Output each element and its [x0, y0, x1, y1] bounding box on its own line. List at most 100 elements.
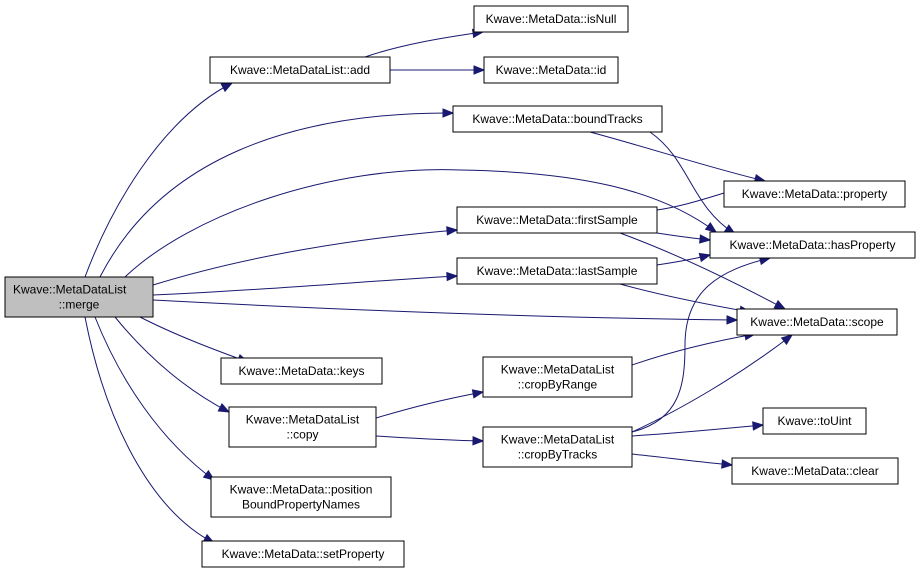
- nodes-layer: Kwave::MetaDataList::mergeKwave::MetaDat…: [4, 5, 916, 568]
- node-box: [456, 257, 658, 285]
- node-box: [220, 357, 383, 385]
- edge-copy-to-cropByTracks: [375, 435, 485, 446]
- arrowhead-icon: [446, 226, 459, 236]
- node-label: ::cropByTracks: [518, 448, 598, 462]
- node-label: Kwave::MetaDataList: [501, 433, 615, 447]
- edge-line: [99, 112, 454, 278]
- node-label: Kwave::MetaDataList: [13, 283, 127, 297]
- edge-boundTracks-to-property: [589, 131, 767, 184]
- arrowhead-icon: [752, 421, 765, 431]
- edge-firstSample-to-scope: [619, 232, 787, 310]
- node-label: Kwave::MetaData::property: [742, 187, 887, 201]
- edge-merge-to-setProperty: [84, 316, 216, 544]
- arrowhead-icon: [780, 334, 794, 346]
- edge-line: [94, 316, 215, 481]
- node-merge: Kwave::MetaDataList::merge: [4, 276, 154, 318]
- node-label: ::cropByRange: [518, 378, 598, 392]
- edge-merge-to-scope: [152, 299, 739, 325]
- edge-line: [152, 275, 458, 296]
- node-box: [762, 407, 867, 435]
- node-cropByTracks[interactable]: Kwave::MetaDataList::cropByTracks: [482, 426, 633, 468]
- node-setProperty[interactable]: Kwave::MetaData::setProperty: [201, 540, 405, 568]
- node-add[interactable]: Kwave::MetaDataList::add: [209, 56, 391, 84]
- node-label: Kwave::MetaDataList::add: [230, 63, 370, 77]
- arrowhead-icon: [726, 315, 739, 325]
- node-label: Kwave::MetaData::scope: [750, 315, 884, 329]
- node-label: Kwave::MetaData::clear: [751, 464, 878, 478]
- edge-line: [631, 333, 756, 366]
- node-label: Kwave::MetaData::hasProperty: [729, 238, 895, 252]
- edge-line: [375, 435, 484, 442]
- arrowhead-icon: [471, 389, 485, 399]
- edge-line: [114, 316, 230, 413]
- node-label: Kwave::MetaData::isNull: [486, 12, 617, 26]
- node-label: Kwave::MetaDataList: [246, 413, 360, 427]
- arrowhead-icon: [698, 252, 712, 263]
- node-box: [736, 308, 898, 336]
- node-label: Kwave::MetaData::position: [230, 483, 373, 497]
- node-label: Kwave::MetaData::keys: [238, 364, 364, 378]
- edge-merge-to-firstSample: [152, 226, 459, 286]
- edge-line: [631, 453, 733, 466]
- node-hasProperty[interactable]: Kwave::MetaData::hasProperty: [709, 231, 916, 259]
- edge-line: [649, 131, 736, 235]
- edge-line: [152, 229, 458, 286]
- node-toUint[interactable]: Kwave::toUint: [762, 407, 867, 435]
- node-label: Kwave::MetaDataList: [501, 363, 615, 377]
- node-keys[interactable]: Kwave::MetaData::keys: [220, 357, 383, 385]
- edge-merge-to-hasProperty: [124, 169, 718, 278]
- node-box: [723, 180, 906, 208]
- node-box: [483, 56, 619, 84]
- edge-add-to-idf: [390, 65, 486, 75]
- node-box: [228, 406, 377, 448]
- node-label: Kwave::MetaData::lastSample: [477, 264, 638, 278]
- node-box: [731, 457, 899, 485]
- edge-line: [631, 334, 793, 433]
- node-label: Kwave::MetaData::firstSample: [476, 213, 638, 227]
- node-scope[interactable]: Kwave::MetaData::scope: [736, 308, 898, 336]
- node-box: [456, 206, 658, 234]
- arrowhead-icon: [699, 234, 712, 244]
- edge-line: [631, 424, 764, 437]
- edge-line: [375, 391, 484, 419]
- arrowhead-icon: [704, 221, 718, 233]
- edge-merge-to-boundTracks: [99, 108, 455, 278]
- arrowhead-icon: [217, 402, 231, 413]
- node-label: ::copy: [286, 428, 318, 442]
- edge-merge-to-add: [84, 82, 234, 278]
- node-box: [452, 105, 663, 133]
- node-lastSample[interactable]: Kwave::MetaData::lastSample: [456, 257, 658, 285]
- edge-merge-to-positionBound: [94, 316, 216, 481]
- edge-cropByTracks-to-scope: [631, 334, 794, 433]
- node-idf[interactable]: Kwave::MetaData::id: [483, 56, 619, 84]
- node-firstSample[interactable]: Kwave::MetaData::firstSample: [456, 206, 658, 234]
- edge-line: [84, 82, 233, 278]
- node-isNull[interactable]: Kwave::MetaData::isNull: [473, 5, 629, 33]
- node-boundTracks[interactable]: Kwave::MetaData::boundTracks: [452, 105, 663, 133]
- arrowhead-icon: [773, 299, 787, 310]
- node-label: Kwave::MetaData::boundTracks: [472, 112, 642, 126]
- edge-firstSample-to-hasProperty: [656, 232, 712, 244]
- arrowhead-icon: [446, 271, 459, 282]
- edge-line: [152, 299, 738, 321]
- edge-merge-to-keys: [139, 316, 250, 363]
- node-label: ::merge: [59, 298, 100, 312]
- node-property[interactable]: Kwave::MetaData::property: [723, 180, 906, 208]
- edge-cropByTracks-to-toUint: [631, 421, 765, 437]
- edge-line: [589, 131, 766, 182]
- edge-copy-to-cropByRange: [375, 389, 485, 419]
- edge-line: [619, 283, 751, 313]
- node-clear[interactable]: Kwave::MetaData::clear: [731, 457, 899, 485]
- node-box: [201, 540, 405, 568]
- node-positionBound[interactable]: Kwave::MetaData::positionBoundPropertyNa…: [210, 476, 392, 518]
- node-label: BoundPropertyNames: [242, 498, 360, 512]
- arrowhead-icon: [473, 65, 486, 75]
- arrowhead-icon: [442, 108, 455, 118]
- node-cropByRange[interactable]: Kwave::MetaDataList::cropByRange: [482, 356, 633, 398]
- edge-line: [84, 316, 215, 544]
- node-copy[interactable]: Kwave::MetaDataList::copy: [228, 406, 377, 448]
- edge-line: [631, 257, 771, 433]
- node-box: [473, 5, 629, 33]
- node-box: [4, 276, 154, 318]
- node-label: Kwave::toUint: [777, 414, 852, 428]
